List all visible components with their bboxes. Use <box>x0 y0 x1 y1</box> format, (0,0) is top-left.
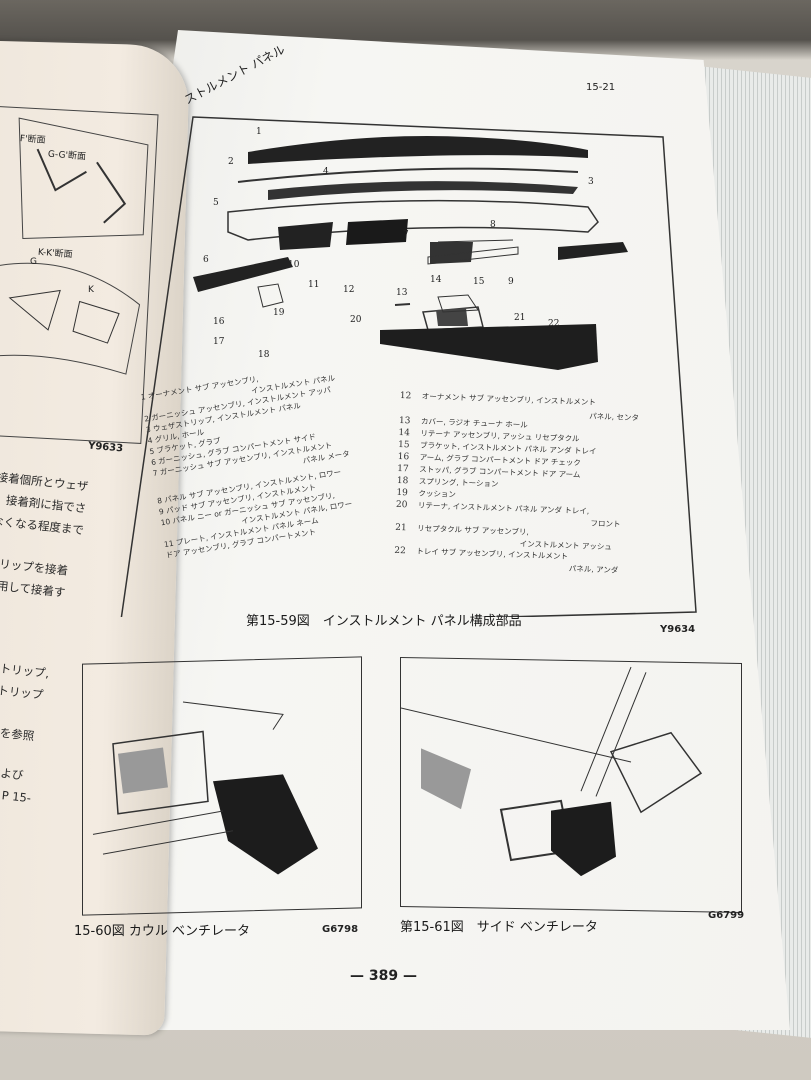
callout-label: 21 <box>514 313 525 323</box>
callout-label: 13 <box>396 288 408 298</box>
callout-label: 7 <box>403 230 409 240</box>
section-label: K <box>88 285 94 295</box>
callout-label: 5 <box>213 198 219 208</box>
callout-label: 2 <box>228 157 234 167</box>
text-line: 5-14 を参照 <box>0 723 35 744</box>
section-label: G-G'断面 <box>47 149 87 163</box>
callout-label: 3 <box>588 177 594 187</box>
callout-label: 11 <box>308 280 319 290</box>
right-page <box>70 30 790 1030</box>
side-ventilator-code: G6799 <box>708 910 745 921</box>
left-figure-box <box>0 106 159 444</box>
main-figure-code: Y9634 <box>660 624 696 635</box>
callout-label: 20 <box>350 315 362 325</box>
callout-label: 1 <box>256 127 262 137</box>
instrument-panel-exploded-view <box>193 136 628 370</box>
callout-label: 10 <box>288 260 300 270</box>
callout-label: 14 <box>430 275 442 285</box>
callout-label: 17 <box>213 337 225 347</box>
side-ventilator-figure <box>400 657 742 913</box>
callout-label: 6 <box>203 255 209 265</box>
section-label: G <box>30 257 37 267</box>
main-figure-frame: 1 2 3 4 5 6 7 8 9 10 11 12 13 14 15 16 1… <box>120 116 697 617</box>
callout-label: 4 <box>323 167 329 177</box>
side-ventilator-caption: 第15-61図 サイド ベンチレータ <box>400 920 598 935</box>
cowl-ventilator-code: G6798 <box>322 924 359 935</box>
callout-label: 8 <box>490 220 496 230</box>
callout-label: 19 <box>273 308 285 318</box>
callout-label: 22 <box>548 319 559 329</box>
main-figure: 1 2 3 4 5 6 7 8 9 10 11 12 13 14 15 16 1… <box>118 112 697 617</box>
callout-label: 16 <box>213 317 225 327</box>
parts-list-left: 1 オーナメント サブ アッセンブリ, インストルメント パネル 2 ガーニッシ… <box>140 361 362 561</box>
left-figure-drawing <box>0 117 149 375</box>
main-figure-caption: 第15-59図 インストルメント パネル構成部品 <box>246 614 522 629</box>
page-number: — 389 — <box>350 968 417 984</box>
section-label: K-K'断面 <box>37 247 73 261</box>
text-line: 。 <box>0 615 74 646</box>
side-ventilator-drawing <box>400 666 703 877</box>
section-label: F'断面 <box>19 134 46 146</box>
cowl-ventilator-drawing <box>92 701 318 875</box>
cowl-ventilator-figure <box>82 656 362 916</box>
cowl-ventilator-caption: 15-60図 カウル ベンチレータ <box>74 924 251 939</box>
callout-label: 9 <box>508 277 514 287</box>
page-reference: 15-21 <box>586 82 616 93</box>
callout-label: 12 <box>343 285 354 295</box>
callout-label: 18 <box>258 350 270 360</box>
callout-label: 15 <box>473 277 485 287</box>
